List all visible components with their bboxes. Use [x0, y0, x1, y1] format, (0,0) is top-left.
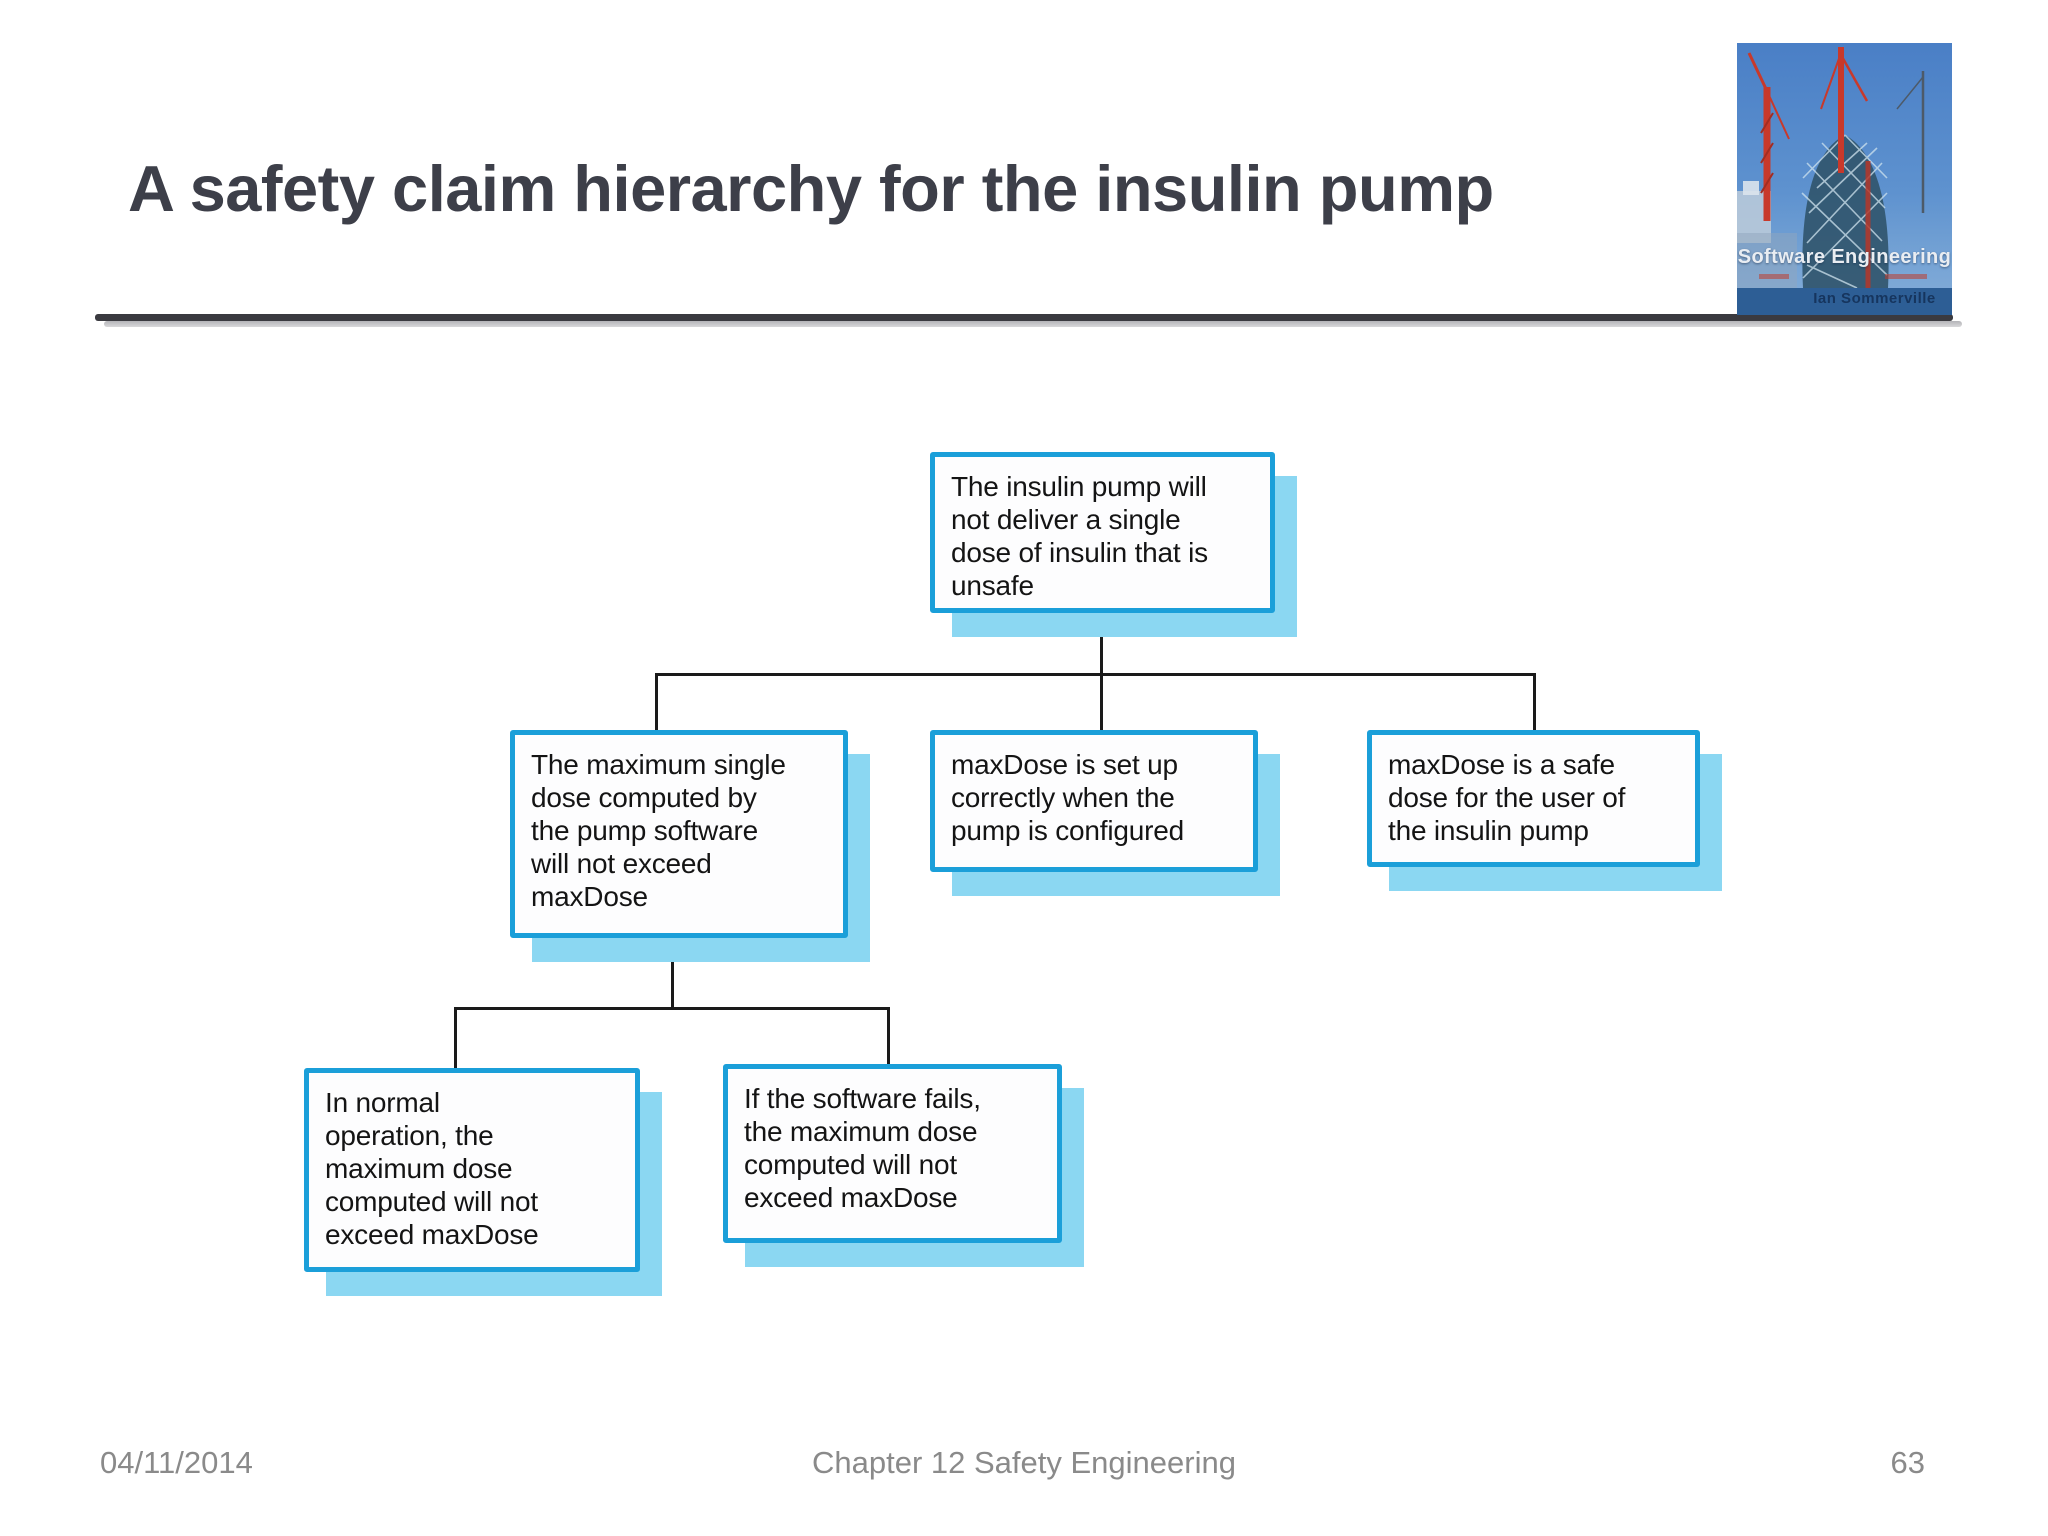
slide-title: A safety claim hierarchy for the insulin…	[128, 152, 1494, 225]
cover-edition-mark-left	[1759, 274, 1789, 279]
connector-to-right-child	[1533, 673, 1536, 732]
claim-text: If the software fails, the maximum dose …	[744, 1083, 981, 1213]
claim-text: The insulin pump will not deliver a sing…	[951, 471, 1208, 601]
claim-node-max-single-dose: The maximum single dose computed by the …	[510, 730, 870, 962]
footer-page-number: 63	[1890, 1445, 1925, 1480]
connector-root-down	[1100, 613, 1103, 675]
book-cover-art	[1737, 47, 1925, 289]
book-cover-author: Ian Sommerville	[1813, 290, 1936, 307]
crane-graphic	[1747, 47, 1871, 288]
node-box: The insulin pump will not deliver a sing…	[930, 452, 1275, 613]
claim-text: The maximum single dose computed by the …	[531, 749, 786, 912]
connector-level3-horizontal	[454, 1007, 890, 1010]
node-box: maxDose is set up correctly when the pum…	[930, 730, 1258, 872]
claim-node-software-fails: If the software fails, the maximum dose …	[723, 1064, 1084, 1267]
claim-text: maxDose is a safe dose for the user of t…	[1388, 749, 1626, 846]
node-box: If the software fails, the maximum dose …	[723, 1064, 1062, 1243]
connector-level2-horizontal	[655, 673, 1536, 676]
node-box: The maximum single dose computed by the …	[510, 730, 848, 938]
book-cover-title: Software Engineering	[1737, 246, 1952, 268]
connector-to-left-child	[655, 673, 658, 732]
claim-node-maxdose-setup: maxDose is set up correctly when the pum…	[930, 730, 1280, 896]
footer-chapter: Chapter 12 Safety Engineering	[812, 1445, 1236, 1480]
book-cover: Software Engineering Ian Sommerville	[1737, 43, 1952, 315]
footer-date: 04/11/2014	[100, 1445, 253, 1480]
claim-node-normal-operation: In normal operation, the maximum dose co…	[304, 1068, 662, 1296]
connector-to-bottomleft	[454, 1007, 457, 1070]
book-cover-band	[1737, 288, 1952, 315]
title-divider-shadow	[104, 321, 1962, 327]
cover-edition-mark-right	[1885, 274, 1927, 279]
claim-text: In normal operation, the maximum dose co…	[325, 1087, 539, 1250]
node-box: In normal operation, the maximum dose co…	[304, 1068, 640, 1272]
claim-node-maxdose-safe: maxDose is a safe dose for the user of t…	[1367, 730, 1722, 891]
connector-leftchild-down	[671, 936, 674, 1009]
connector-to-bottomright	[887, 1007, 890, 1066]
claim-node-root: The insulin pump will not deliver a sing…	[930, 452, 1297, 637]
title-divider	[95, 314, 1953, 321]
claim-text: maxDose is set up correctly when the pum…	[951, 749, 1184, 846]
connector-to-middle-child	[1100, 673, 1103, 732]
node-box: maxDose is a safe dose for the user of t…	[1367, 730, 1700, 867]
right-crane-graphic	[1896, 71, 1925, 213]
